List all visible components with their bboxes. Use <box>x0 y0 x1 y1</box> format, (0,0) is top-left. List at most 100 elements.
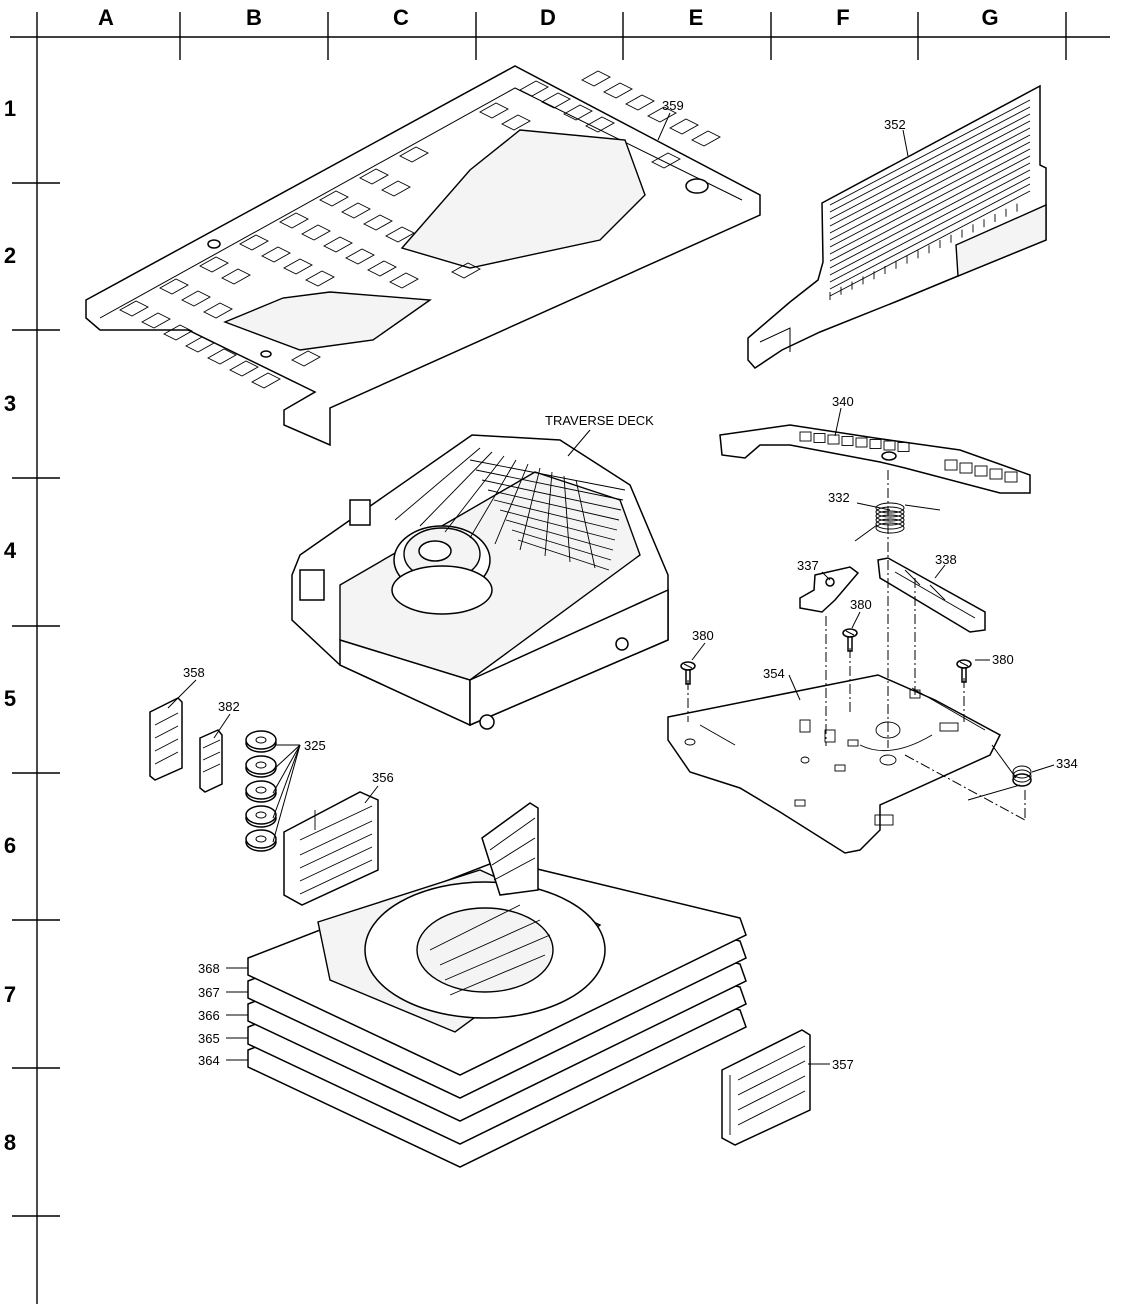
rack-rib <box>829 134 1031 241</box>
column-label-b: B <box>246 5 262 30</box>
frame-cell <box>199 256 229 273</box>
part-337-clip <box>799 566 860 613</box>
spring-coil <box>875 518 905 530</box>
callout-334: 334 <box>1056 756 1078 771</box>
frame-cell <box>207 348 237 365</box>
callout-367: 367 <box>198 985 220 1000</box>
callout-380-right: 380 <box>992 652 1014 667</box>
callout-380-center: 380 <box>850 597 872 612</box>
row-label-4: 4 <box>4 538 17 563</box>
callout-332: 332 <box>828 490 850 505</box>
screw-380 <box>680 661 696 685</box>
deck-rib <box>544 471 553 557</box>
callout-366: 366 <box>198 1008 220 1023</box>
screw-380 <box>842 628 858 652</box>
part-332-spring <box>854 502 941 542</box>
disc-trays-stack <box>247 802 747 1168</box>
frame-cell <box>451 262 481 279</box>
deck-rib <box>481 479 622 511</box>
assembly-guide-lines <box>687 470 1026 821</box>
frame-cell <box>119 300 149 317</box>
frame-cell <box>501 114 531 131</box>
lever-cell <box>855 437 868 448</box>
row-label-1: 1 <box>4 96 16 121</box>
frame-cell <box>385 226 415 243</box>
lever-cell <box>989 468 1003 480</box>
deck-rib <box>444 455 505 533</box>
lever-cell <box>869 439 882 449</box>
callout-traverse-deck: TRAVERSE DECK <box>545 413 654 428</box>
rack-rib <box>829 106 1031 213</box>
frame-cell <box>221 268 251 285</box>
roller-325 <box>245 780 277 803</box>
rack-rib <box>829 148 1031 255</box>
part-356-holder <box>283 791 379 906</box>
column-label-a: A <box>98 5 114 30</box>
row-label-5: 5 <box>4 686 16 711</box>
callout-337: 337 <box>797 558 819 573</box>
roller-325 <box>245 805 277 828</box>
frame-cell <box>301 224 331 241</box>
frame-cell <box>669 118 699 135</box>
deck-rib <box>469 459 517 539</box>
frame-cell <box>203 302 233 319</box>
rack-rib <box>829 120 1031 227</box>
callout-356: 356 <box>372 770 394 785</box>
frame-cell <box>625 94 655 111</box>
frame-cell <box>141 312 171 329</box>
frame-cell <box>603 82 633 99</box>
lever-cell <box>841 436 854 446</box>
column-label-c: C <box>393 5 409 30</box>
frame-cell <box>585 116 615 133</box>
frame-cell <box>229 360 259 377</box>
callout-labels: 359 352 TRAVERSE DECK 340 332 337 338 38… <box>183 98 1078 1072</box>
roller-325 <box>245 730 277 753</box>
frame-cell <box>479 102 509 119</box>
deck-rib <box>575 479 596 569</box>
frame-cell <box>319 190 349 207</box>
callout-354: 354 <box>763 666 785 681</box>
lever-cell <box>959 462 973 474</box>
rack-rib <box>829 127 1031 234</box>
row-label-3: 3 <box>4 391 16 416</box>
screw-380 <box>956 659 972 683</box>
deck-rib <box>493 499 618 531</box>
roller-325 <box>245 829 277 852</box>
frame-cell <box>239 234 269 251</box>
frame-cell <box>163 324 193 341</box>
rack-rib <box>829 113 1031 220</box>
frame-cell <box>305 270 335 287</box>
column-labels: A B C D E F G <box>98 5 999 30</box>
frame-cell <box>283 258 313 275</box>
lever-cell <box>974 465 988 477</box>
callout-364: 364 <box>198 1053 220 1068</box>
callout-382: 382 <box>218 699 240 714</box>
frame-cell <box>341 202 371 219</box>
part-354-chassis <box>667 674 1001 854</box>
spring-coil <box>875 522 905 534</box>
deck-rib <box>469 459 626 491</box>
frame-cell <box>399 146 429 163</box>
column-label-e: E <box>689 5 704 30</box>
frame-cell <box>389 272 419 289</box>
part-352-side-rack <box>747 84 1047 369</box>
frame-cell <box>159 278 189 295</box>
part-359-top-frame <box>85 65 761 447</box>
lever-cell <box>883 440 896 451</box>
part-338-slider <box>877 557 986 633</box>
frame-cell <box>345 248 375 265</box>
frame-cell <box>181 290 211 307</box>
deck-rib <box>487 489 620 521</box>
callout-340: 340 <box>832 394 854 409</box>
spring-coil <box>875 510 905 522</box>
frame-cell <box>651 152 681 169</box>
part-340-lever <box>719 424 1031 494</box>
deck-rib <box>519 467 541 551</box>
rack-rib <box>829 169 1031 276</box>
row-label-8: 8 <box>4 1130 16 1155</box>
rack-rib <box>829 162 1031 269</box>
callout-325: 325 <box>304 738 326 753</box>
lever-cell <box>813 433 826 443</box>
lever-cell <box>827 434 840 445</box>
rack-rib <box>829 155 1031 262</box>
